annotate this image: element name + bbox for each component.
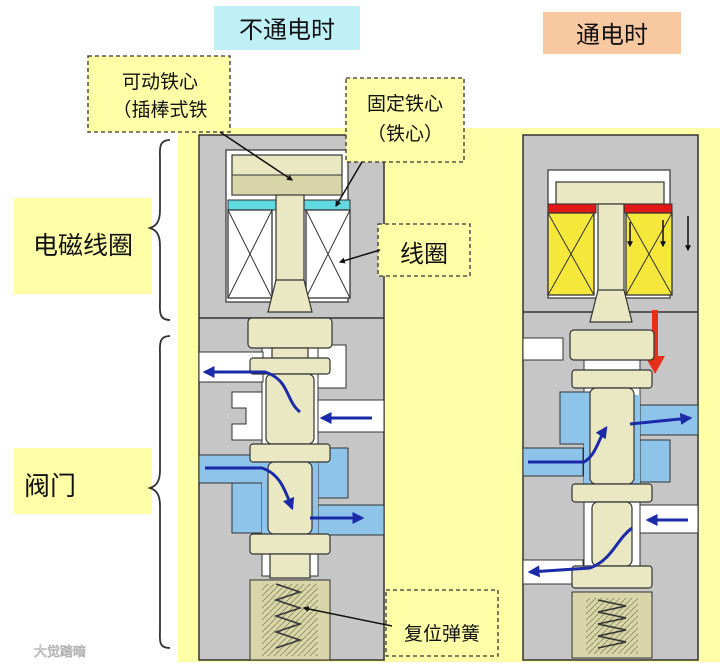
flow-arrow-on-2 xyxy=(629,412,693,426)
flow-arrow-off-1 xyxy=(202,366,302,414)
spool-off xyxy=(247,317,333,579)
label-fixed-core-1: 固定铁心 xyxy=(367,93,443,115)
title-off: 不通电时 xyxy=(239,16,335,44)
movable-core-on xyxy=(555,181,665,205)
valve-on xyxy=(522,134,699,661)
callout-movable-core xyxy=(87,55,231,133)
fixed-core-cap-left-off xyxy=(227,199,277,211)
flow-arrow-off-3 xyxy=(205,466,295,511)
return-spring-off xyxy=(273,583,303,649)
port-right-top-off xyxy=(317,399,385,433)
fixed-core-cap-left-on xyxy=(547,203,597,214)
leader-coil xyxy=(338,249,381,264)
callout-return-spring xyxy=(385,589,499,657)
watermark: 大觉踏暗 xyxy=(34,645,86,660)
port-right-blue-off xyxy=(317,504,385,536)
label-return-spring: 复位弹簧 xyxy=(404,623,480,645)
title-off-box xyxy=(214,6,360,50)
return-spring-on xyxy=(597,599,627,649)
fixed-core-cap-right-on xyxy=(623,203,673,214)
callout-fixed-core xyxy=(345,77,465,163)
brace-valve xyxy=(147,335,171,649)
label-movable-core-1: 可动铁心 xyxy=(122,71,198,93)
flow-arrow-on-4 xyxy=(527,526,633,578)
coil-right-off xyxy=(305,209,351,299)
fixed-core-cap-right-off xyxy=(301,199,351,211)
leader-fixed-core xyxy=(335,161,363,208)
label-valve: 阀门 xyxy=(24,472,76,502)
spool-on xyxy=(569,329,655,589)
flow-arrow-on-1 xyxy=(528,426,608,464)
label-fixed-core-2: （铁心） xyxy=(367,123,443,145)
valve-off xyxy=(198,134,385,661)
label-coil: 线圈 xyxy=(400,240,448,268)
label-movable-core-2: （插棒式铁 xyxy=(112,99,207,121)
label-solenoid-coil: 电磁线圈 xyxy=(33,231,133,260)
coil-left-off xyxy=(227,209,273,299)
brace-solenoid xyxy=(147,139,171,321)
callout-coil xyxy=(377,223,471,277)
coil-left-on xyxy=(547,212,595,296)
coil-right-on xyxy=(625,212,673,296)
title-on: 通电时 xyxy=(576,21,648,49)
title-on-box xyxy=(543,12,681,54)
leader-return-spring xyxy=(302,606,393,627)
leader-movable-core xyxy=(219,131,293,181)
